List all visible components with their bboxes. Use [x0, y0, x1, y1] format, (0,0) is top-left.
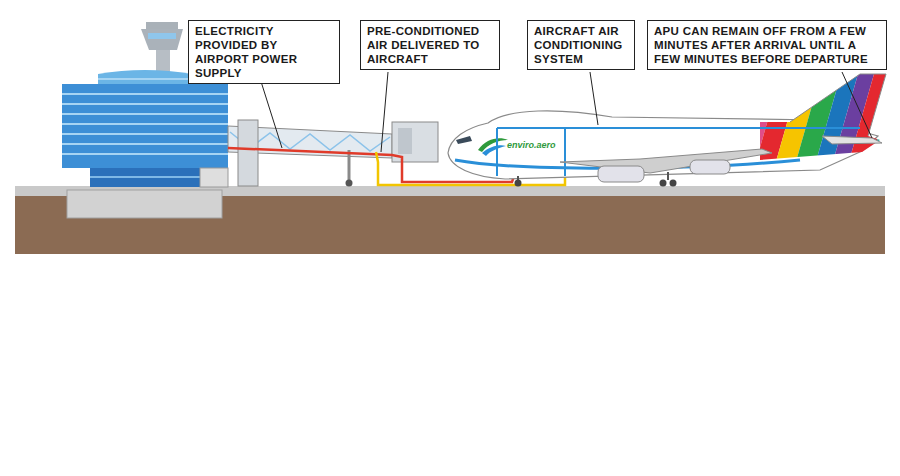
terminal-building	[62, 70, 228, 187]
glass-facade	[62, 84, 228, 168]
callout-text: PRE-CONDITIONED AIR DELIVERED TO AIRCRAF…	[367, 24, 493, 66]
control-tower	[141, 22, 183, 78]
engine	[690, 160, 730, 174]
aircraft	[448, 60, 900, 200]
wheel	[660, 180, 667, 187]
ground-floor	[90, 168, 200, 187]
leader-line	[590, 72, 598, 125]
ground	[15, 186, 885, 254]
air-conditioning-duct	[497, 128, 860, 176]
livery-band	[860, 60, 900, 200]
callout-box: ELECTRICITY PROVIDED BY AIRPORT POWER SU…	[188, 20, 340, 84]
roof-tier	[98, 70, 192, 84]
leader-line	[381, 72, 388, 152]
livery-band	[838, 60, 900, 200]
floor-line	[90, 176, 200, 178]
callout-text: AIRCRAFT AIR CONDITIONING SYSTEM	[534, 24, 628, 66]
callout-box: AIRCRAFT AIR CONDITIONING SYSTEM	[527, 20, 635, 70]
main-gear	[667, 172, 669, 180]
leader-line	[842, 72, 872, 138]
engine	[598, 166, 644, 182]
wheel	[670, 180, 677, 187]
logo-swoosh	[482, 145, 506, 156]
callout-box: APU CAN REMAIN OFF FROM A FEW MINUTES AF…	[647, 20, 887, 70]
tail-livery	[720, 60, 900, 200]
wheel	[515, 180, 522, 187]
tail-fin-outline	[790, 74, 886, 136]
near-wing	[560, 149, 772, 173]
bridge-wheel	[346, 180, 353, 187]
stabilizer	[822, 136, 882, 144]
terminal-foundation	[67, 190, 222, 218]
cab-door	[398, 128, 412, 154]
airline-logo-text: enviro.aero	[506, 140, 557, 150]
leader-lines	[258, 72, 872, 152]
entrance-block	[200, 168, 228, 187]
rotunda	[238, 120, 258, 186]
callout-text: ELECTRICITY PROVIDED BY AIRPORT POWER SU…	[195, 24, 333, 80]
tower-head	[141, 29, 183, 50]
callout-box: PRE-CONDITIONED AIR DELIVERED TO AIRCRAF…	[360, 20, 500, 70]
cockpit-window	[456, 136, 472, 144]
tower-window	[148, 33, 176, 39]
tower-cap	[146, 22, 178, 29]
floor-lines	[62, 79, 228, 154]
callout-text: APU CAN REMAIN OFF FROM A FEW MINUTES AF…	[654, 24, 880, 66]
support-leg	[348, 150, 351, 180]
